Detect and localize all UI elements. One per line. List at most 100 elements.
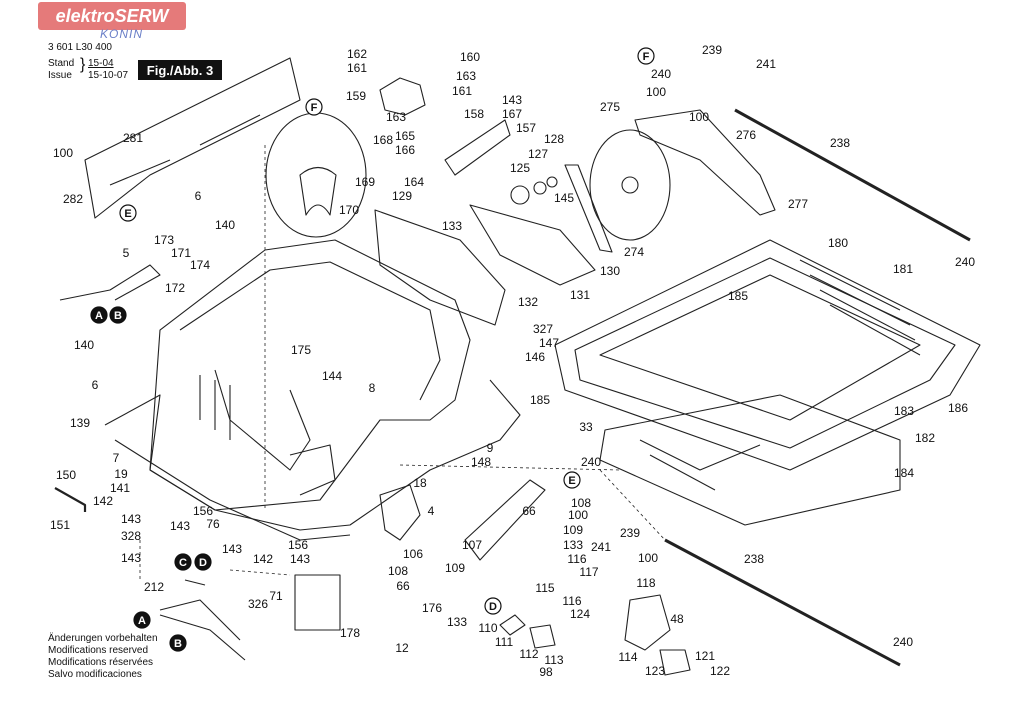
logo-text: elektroSERW: [55, 5, 169, 26]
part-callout: 127: [528, 147, 548, 161]
part-callout: 66: [396, 579, 410, 593]
mounting-rail: [444, 119, 511, 176]
part-callout: 180: [828, 236, 848, 250]
part-callout: 100: [646, 85, 666, 99]
part-callout: 116: [562, 594, 581, 608]
part-callout: 12: [395, 641, 409, 655]
rail-lower: [664, 538, 901, 667]
part-callout: 106: [403, 547, 423, 561]
part-callout: 139: [70, 416, 90, 430]
part-callout: 144: [322, 369, 342, 383]
bevel-knob: [624, 594, 671, 651]
marker-letter: B: [174, 638, 182, 650]
part-callout: 326: [248, 597, 268, 611]
part-callout: 161: [452, 84, 472, 98]
part-callout: 173: [154, 233, 174, 247]
notes-block: Änderungen vorbehalten Modifications res…: [48, 633, 158, 681]
part-callout: 143: [170, 519, 190, 533]
reference-marker: B: [169, 634, 187, 652]
part-callout: 133: [563, 538, 583, 552]
part-callout: 174: [190, 258, 210, 272]
logo-badge: elektroSERW: [38, 2, 186, 30]
marker-circle: [119, 204, 137, 222]
part-callout: 166: [395, 143, 415, 157]
marker-letter: A: [95, 310, 103, 322]
part-callout: 327: [533, 322, 553, 336]
rail-upper: [734, 108, 971, 242]
part-callout: 163: [386, 110, 406, 124]
part-callout: 18: [413, 476, 427, 490]
marker-circle: [169, 634, 187, 652]
logo-subtitle: KONIN: [100, 27, 144, 41]
part-callout: 133: [442, 219, 462, 233]
part-callout: 115: [535, 581, 554, 595]
part-callout: 100: [689, 110, 709, 124]
washer: [510, 185, 530, 205]
part-callout: 5: [123, 246, 130, 260]
part-callout: 212: [144, 580, 164, 594]
spindle-parts: [499, 614, 556, 649]
part-callout: 150: [56, 468, 76, 482]
part-callout: 6: [195, 189, 202, 203]
reference-marker: D: [194, 553, 212, 571]
part-callout: 186: [948, 401, 968, 415]
part-callout: 100: [638, 551, 658, 565]
issue-label: Issue: [48, 70, 72, 81]
part-callout: 108: [388, 564, 408, 578]
part-callout: 125: [510, 161, 530, 175]
part-callout: 9: [487, 441, 494, 455]
part-callout: 147: [539, 336, 559, 350]
pin-parts: [659, 649, 691, 676]
part-callout: 164: [404, 175, 424, 189]
marker-letter: F: [643, 51, 650, 63]
part-callout: 142: [253, 552, 273, 566]
part-callout: 114: [618, 650, 637, 664]
part-callout: 116: [567, 552, 586, 566]
part-callout: 131: [570, 288, 590, 302]
part-callout: 162: [347, 47, 367, 61]
marker-circle: [563, 471, 581, 489]
wire-harness: [159, 579, 246, 661]
part-callout: 121: [695, 649, 715, 663]
part-callout: 145: [554, 191, 574, 205]
marker-letter: F: [311, 102, 318, 114]
part-callout: 277: [788, 197, 808, 211]
marker-letter: D: [489, 601, 497, 613]
part-callout: 239: [702, 43, 722, 57]
part-callout: 151: [50, 518, 70, 532]
part-callout: 143: [290, 552, 310, 566]
marker-circle: [637, 47, 655, 65]
part-callout: 8: [369, 381, 376, 395]
part-callout: 98: [539, 665, 553, 679]
part-callout: 123: [645, 664, 665, 678]
part-callout: 33: [579, 420, 593, 434]
part-callout: 276: [736, 128, 756, 142]
table-insert-plate: [599, 394, 901, 526]
part-callout: 110: [478, 621, 497, 635]
reference-marker: D: [484, 597, 502, 615]
part-callout: 48: [670, 612, 684, 626]
part-callout: 238: [830, 136, 850, 150]
part-callout: 168: [373, 133, 393, 147]
part-callout: 71: [269, 589, 283, 603]
part-callout: 143: [121, 551, 141, 565]
part-callout: 183: [894, 404, 914, 418]
part-callout: 171: [171, 246, 191, 260]
reference-marker: F: [305, 98, 323, 116]
part-callout: 143: [121, 512, 141, 526]
reference-marker: F: [637, 47, 655, 65]
marker-circle: [133, 611, 151, 629]
part-callout: 274: [624, 245, 644, 259]
part-callout: 181: [893, 262, 913, 276]
part-callout: 108: [571, 496, 591, 510]
stand-label: Stand: [48, 58, 75, 69]
saw-blade: [589, 129, 671, 241]
part-callout: 165: [395, 129, 415, 143]
part-callout: 141: [110, 481, 130, 495]
part-callout: 148: [471, 455, 491, 469]
marker-letter: A: [138, 615, 146, 627]
part-callout: 182: [915, 431, 935, 445]
note-line: Modifications reserved: [48, 645, 149, 656]
part-callout: 128: [544, 132, 564, 146]
